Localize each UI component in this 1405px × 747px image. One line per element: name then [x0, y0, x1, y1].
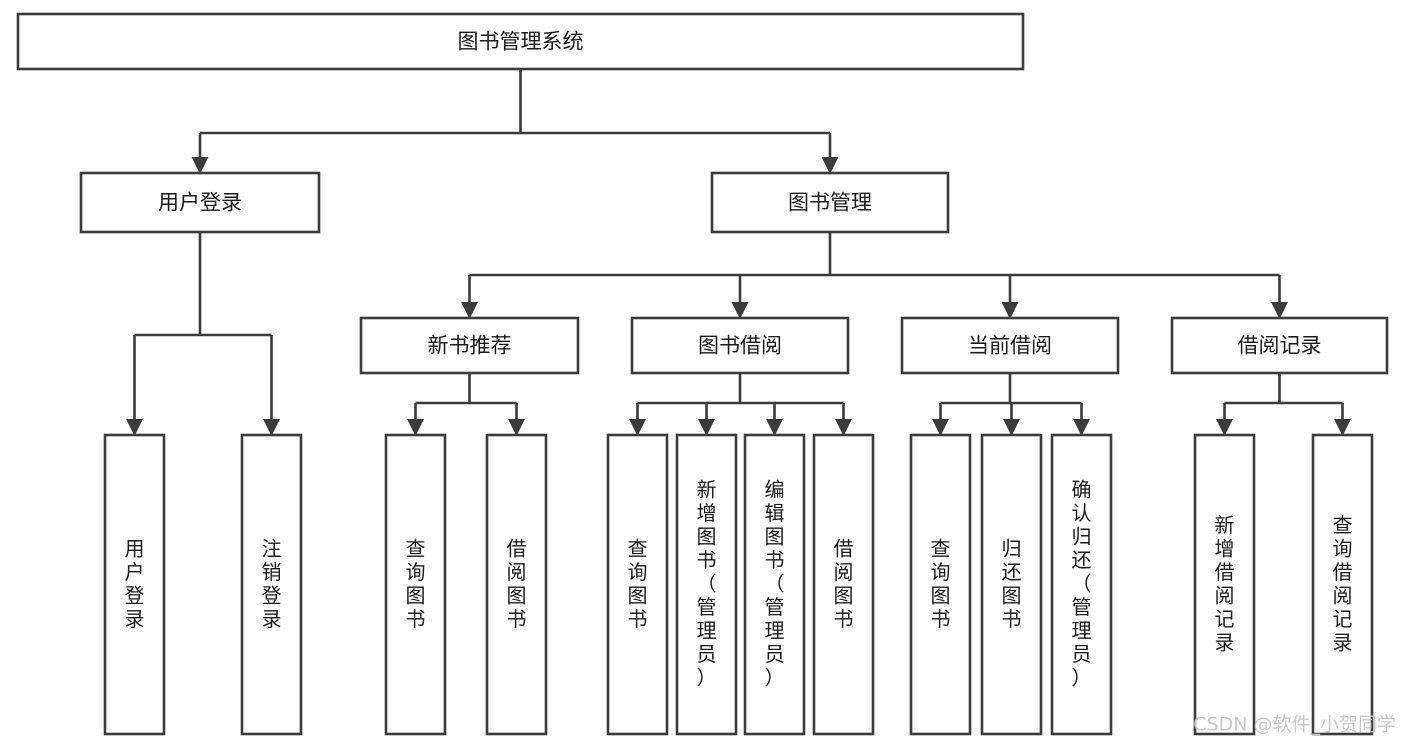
node-label: 归还图书 [1002, 536, 1022, 631]
node-book-manage[interactable]: 图书管理 [710, 171, 950, 234]
node-box[interactable] [1050, 433, 1113, 736]
node-label: 用户登录 [125, 536, 145, 631]
node-label: 新书推荐 [428, 334, 512, 358]
connector-group-borrow-record [1216, 373, 1351, 436]
node-box[interactable] [909, 433, 972, 736]
arrow-head-icon [1003, 419, 1020, 436]
arrow-head-icon [263, 419, 280, 436]
arrow-head-icon [731, 302, 749, 319]
node-box[interactable] [812, 433, 875, 736]
node-current-borrow[interactable]: 当前借阅 [900, 316, 1120, 375]
node-leaf-borrow-query[interactable]: 查询图书 [606, 433, 669, 736]
connector-group-book-borrow [629, 373, 852, 436]
node-leaf-cur-confirm[interactable]: 确认归还（管理员） [1050, 433, 1113, 736]
node-borrow-record[interactable]: 借阅记录 [1170, 316, 1389, 375]
node-label: 新增借阅记录 [1215, 512, 1235, 654]
csdn-watermark: CSDN @软件_小贺同学 [1193, 714, 1396, 736]
node-box[interactable] [675, 433, 738, 736]
node-label: 图书借阅 [698, 334, 782, 358]
node-label: 借阅图书 [834, 536, 854, 631]
arrow-head-icon [1271, 302, 1288, 319]
arrow-head-icon [508, 419, 525, 436]
node-leaf-borrow-lend[interactable]: 借阅图书 [812, 433, 875, 736]
node-label: 查询借阅记录 [1333, 512, 1353, 654]
arrow-head-icon [821, 157, 839, 174]
node-box[interactable] [485, 433, 548, 736]
arrow-head-icon [1216, 419, 1233, 436]
arrow-head-icon [1334, 419, 1351, 436]
arrow-head-icon [932, 419, 949, 436]
node-leaf-user-logout[interactable]: 注销登录 [240, 433, 303, 736]
node-label: 注销登录 [262, 536, 282, 631]
node-leaf-borrow-add[interactable]: 新增图书（管理员） [675, 433, 738, 736]
node-box[interactable] [79, 171, 321, 234]
node-box[interactable] [710, 171, 950, 234]
connector-layer [126, 69, 1351, 436]
node-box[interactable] [980, 433, 1043, 736]
connector-group-book-manage [461, 232, 1288, 319]
node-root[interactable]: 图书管理系统 [16, 12, 1025, 71]
arrow-head-icon [766, 419, 783, 436]
node-box[interactable] [240, 433, 303, 736]
node-label: 图书管理 [788, 191, 872, 215]
node-box[interactable] [16, 12, 1025, 71]
node-box[interactable] [630, 316, 850, 375]
node-box[interactable] [606, 433, 669, 736]
node-box[interactable] [1170, 316, 1389, 375]
node-box[interactable] [1311, 433, 1374, 736]
node-user-login[interactable]: 用户登录 [79, 171, 321, 234]
node-label: 编辑图书（管理员） [765, 477, 785, 689]
node-new-book-rec[interactable]: 新书推荐 [359, 316, 580, 375]
node-label: 当前借阅 [968, 334, 1052, 358]
arrow-head-icon [407, 419, 424, 436]
connector-group-root [191, 69, 839, 174]
node-leaf-cur-return[interactable]: 归还图书 [980, 433, 1043, 736]
connector-group-new-book-rec [407, 373, 525, 436]
node-label: 查询图书 [406, 536, 426, 631]
connector-group-current-borrow [932, 373, 1090, 436]
node-label: 确认归还（管理员） [1072, 477, 1092, 689]
node-leaf-cur-query[interactable]: 查询图书 [909, 433, 972, 736]
node-box[interactable] [1193, 433, 1256, 736]
node-book-borrow[interactable]: 图书借阅 [630, 316, 850, 375]
node-box[interactable] [743, 433, 806, 736]
node-label: 查询图书 [931, 536, 951, 631]
arrow-head-icon [461, 302, 478, 319]
node-leaf-rec-borrow[interactable]: 借阅图书 [485, 433, 548, 736]
arrow-head-icon [698, 419, 715, 436]
connector-group-user-login [126, 232, 280, 436]
node-label: 新增图书（管理员） [697, 477, 717, 689]
node-label: 查询图书 [628, 536, 648, 631]
node-leaf-user-login[interactable]: 用户登录 [103, 433, 166, 736]
node-box[interactable] [384, 433, 447, 736]
arrow-head-icon [191, 157, 209, 174]
node-leaf-rec-add[interactable]: 新增借阅记录 [1193, 433, 1256, 736]
node-leaf-rec-query[interactable]: 查询图书 [384, 433, 447, 736]
arrow-head-icon [126, 419, 143, 436]
node-label: 用户登录 [158, 191, 242, 215]
node-layer: 图书管理系统用户登录图书管理新书推荐图书借阅当前借阅借阅记录用户登录注销登录查询… [16, 12, 1389, 736]
arrow-head-icon [1001, 302, 1019, 319]
arrow-head-icon [835, 419, 852, 436]
node-box[interactable] [103, 433, 166, 736]
arrow-head-icon [1073, 419, 1090, 436]
node-label: 借阅记录 [1238, 334, 1322, 358]
node-leaf-borrow-edit[interactable]: 编辑图书（管理员） [743, 433, 806, 736]
node-label: 图书管理系统 [458, 30, 584, 54]
node-leaf-rec-query2[interactable]: 查询借阅记录 [1311, 433, 1374, 736]
node-box[interactable] [900, 316, 1120, 375]
arrow-head-icon [629, 419, 646, 436]
node-label: 借阅图书 [507, 536, 527, 631]
node-box[interactable] [359, 316, 580, 375]
